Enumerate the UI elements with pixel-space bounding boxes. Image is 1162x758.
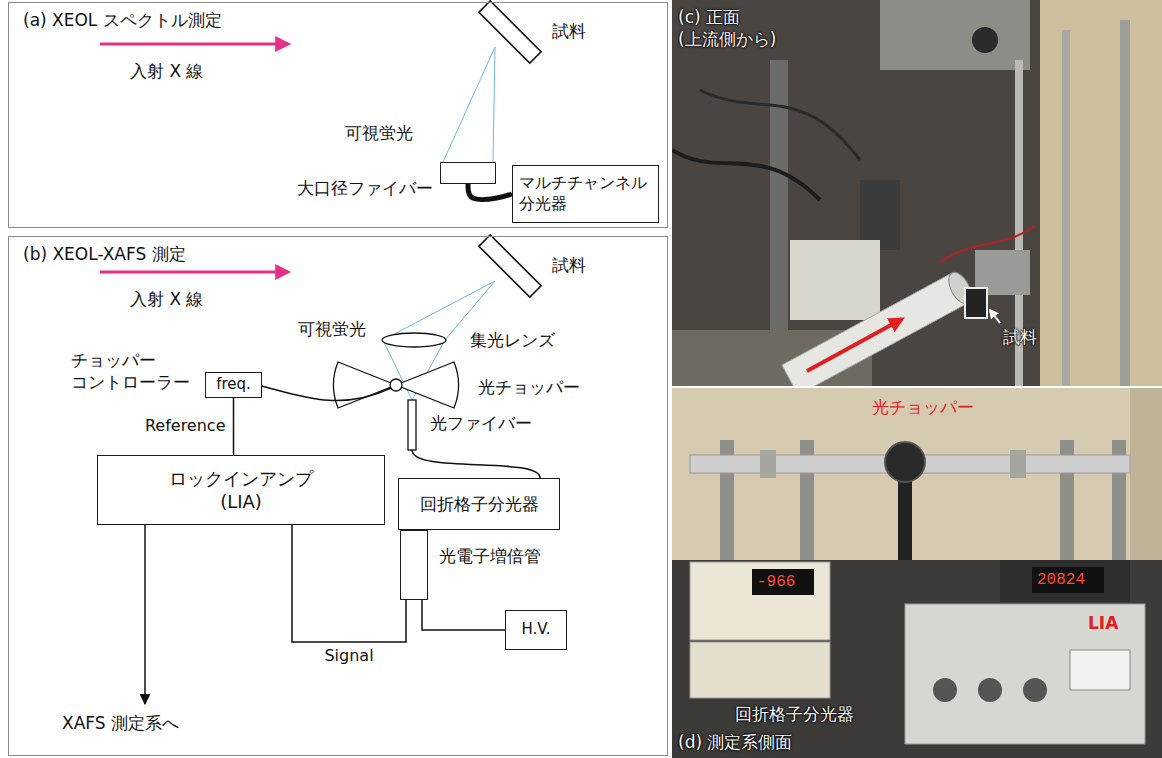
panel-title: (a) XEOL スペクトル測定 [23, 9, 222, 31]
chopper-blade [396, 362, 458, 408]
box-heading: 大口径ファイバー [297, 177, 433, 199]
lock-in-amplifier-box [905, 604, 1145, 744]
display-reading: 20824 [1037, 570, 1085, 591]
sample-label: 試料 [1003, 326, 1037, 348]
chopper-label: 光チョッパー [872, 396, 974, 418]
instrument-box [790, 240, 880, 320]
box-text: マルチチャンネル 分光器 [519, 173, 652, 215]
photo-side [672, 388, 1162, 758]
spectrometer-label: 回折格子分光器 [735, 703, 854, 725]
connector-line [233, 398, 235, 455]
led-display [752, 569, 814, 595]
box-text: 回折格子分光器 [420, 493, 539, 515]
chopper-stand [898, 478, 912, 560]
sample-label: 試料 [552, 254, 586, 276]
sample-plate [479, 235, 541, 297]
photo-front [672, 0, 1162, 386]
control-knob [978, 678, 1002, 702]
beam-pipe [782, 273, 968, 386]
x-ray-beam-arrow [100, 271, 288, 274]
lia-label: LIA [1088, 612, 1118, 634]
display-reading: -966 [757, 572, 795, 593]
led-display [1032, 567, 1104, 593]
spectrometer-box: マルチチャンネル 分光器 [512, 165, 659, 223]
beam-label: 入射 X 線 [130, 60, 203, 82]
cable [700, 90, 860, 160]
upper-equipment [880, 0, 1030, 70]
chopper-hub [390, 379, 402, 391]
cable [672, 150, 820, 200]
control-knob [1023, 678, 1047, 702]
analog-meter [1070, 650, 1130, 690]
support-rod [1062, 30, 1070, 386]
chopper-label: 光チョッパー [478, 376, 580, 398]
sample-label: 試料 [552, 20, 586, 42]
panel-frame: (b) XEOL-XAFS 測定チョッパー コントローラーfreq.ロックインア… [8, 236, 668, 756]
fiber-head-box: 大口径ファイバー [440, 162, 496, 184]
fluorescence-label: 可視蛍光 [298, 318, 366, 340]
photomultiplier-box: 光電子増倍管 [400, 530, 428, 600]
optical-fiber-cable [412, 450, 540, 478]
output-arrow [144, 525, 146, 704]
pipe-clamp [1010, 450, 1026, 478]
connector-line [468, 184, 512, 200]
condenser-lens [382, 333, 446, 347]
lock-in-amplifier-box: ロックインアンプ (LIA) [97, 455, 385, 525]
box-text: ロックインアンプ (LIA) [160, 467, 322, 514]
photo-caption: (c) 正面 (上流側から) [678, 6, 794, 50]
spectrometer-box [690, 642, 830, 698]
grating-spectrometer-box: 回折格子分光器 [398, 478, 560, 530]
detector-body [860, 180, 900, 250]
panel-title: (b) XEOL-XAFS 測定 [23, 243, 186, 265]
support-rod [1120, 20, 1130, 386]
control-knob [933, 678, 957, 702]
connector-line [292, 525, 406, 642]
port-hole [972, 27, 998, 53]
photo-caption: (d) 測定系側面 [678, 731, 792, 753]
fluorescence-ray [443, 47, 495, 162]
pointer-arrow [990, 310, 1000, 323]
box-heading: 光電子増倍管 [439, 545, 541, 567]
lab-wall [1040, 0, 1162, 386]
edge-label: Signal [324, 646, 373, 667]
chopper-controller-box: チョッパー コントローラーfreq. [205, 372, 262, 398]
lens-label: 集光レンズ [470, 329, 555, 351]
table-top [672, 560, 1162, 758]
x-ray-beam-arrow [100, 43, 288, 46]
controller-box [1000, 560, 1130, 602]
edge-label: Reference [145, 416, 226, 437]
box-heading: チョッパー コントローラー [71, 349, 199, 393]
sample-holder [965, 288, 987, 318]
fiber-label: 光ファイバー [430, 412, 532, 434]
power-supply-box [690, 562, 830, 640]
high-voltage-box: H.V. [505, 610, 567, 650]
fluorescence-label: 可視蛍光 [345, 122, 413, 144]
chopper-disk [885, 442, 925, 482]
lab-wall [672, 388, 1162, 758]
connector-line [422, 600, 505, 630]
chopper-cable [262, 386, 391, 401]
fiber-end [408, 400, 416, 450]
sample-plate [479, 1, 541, 63]
beam-label: 入射 X 線 [130, 288, 203, 310]
box-text: H.V. [522, 620, 551, 640]
box-text: freq. [216, 375, 251, 395]
output-label: XAFS 測定系へ [62, 712, 179, 734]
beam-direction-arrow [807, 319, 902, 371]
pipe-clamp [760, 450, 776, 478]
cabinet [1130, 388, 1162, 560]
